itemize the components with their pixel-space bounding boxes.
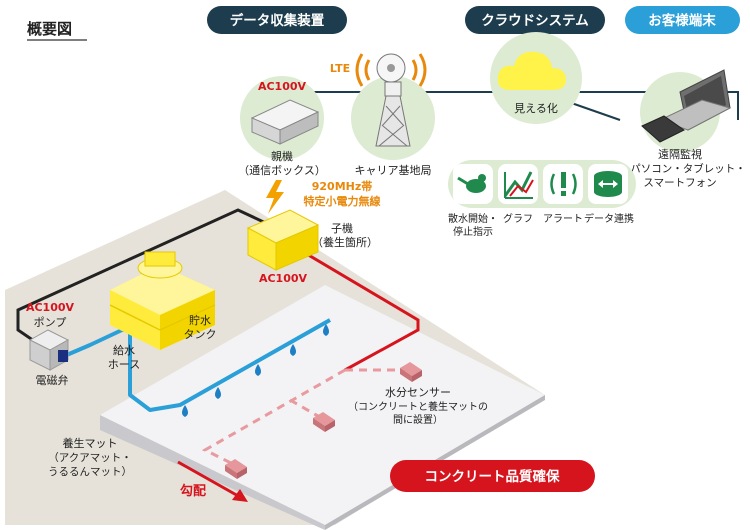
feature-alert — [543, 164, 583, 204]
tablet-icon — [641, 115, 685, 143]
wireless-lightning-icon — [266, 180, 284, 214]
child-device-sub: （養生箇所） — [312, 235, 378, 249]
laptop-icon — [658, 69, 732, 131]
hose-label-1: 給水 — [113, 343, 135, 357]
moisture-sensor-2 — [313, 412, 335, 432]
antenna-tower-icon — [375, 53, 411, 147]
pump — [28, 329, 70, 371]
water-hose — [61, 318, 331, 412]
concrete-slab-top — [100, 285, 545, 525]
watering-can-icon — [457, 174, 486, 193]
slope-arrow-head — [232, 489, 248, 502]
power-cable — [16, 208, 271, 347]
cloud-icon — [497, 51, 566, 90]
slope-label: 勾配 — [180, 483, 206, 499]
pump-power-label: AC100V — [26, 301, 75, 314]
client-node-devices-1: パソコン・タブレット・ — [630, 162, 746, 175]
communication-box-icon — [250, 99, 320, 145]
quality-badge — [390, 460, 595, 492]
feature-graph-label: グラフ — [503, 212, 533, 225]
parent-device-name: 親機 — [271, 149, 293, 163]
sensor-label-1: 水分センサー — [385, 386, 451, 399]
header-collector: データ収集装置 — [230, 12, 325, 29]
header-cloud: クラウドシステム — [481, 13, 589, 29]
cloud-node-label: 見える化 — [514, 101, 558, 115]
alert-icon — [550, 172, 577, 196]
mat-label-1: 養生マット — [63, 436, 118, 450]
header-pill-cloud — [465, 6, 605, 34]
feature-alert-label: アラート — [543, 213, 583, 225]
water-drop-icon — [182, 405, 188, 417]
child-device-box — [246, 209, 320, 271]
concrete-slab-side-left — [100, 415, 325, 530]
water-tank — [109, 251, 216, 350]
graph-icon — [503, 171, 534, 199]
radio-waves-icon — [355, 53, 427, 87]
header-pill-client — [625, 6, 740, 34]
hose-label-2: ホース — [108, 358, 140, 371]
feature-data-sync-label: データ連携 — [584, 212, 634, 225]
feature-watering-label-2: 停止指示 — [453, 225, 493, 238]
child-device-name: 子機 — [331, 221, 353, 235]
mat-label-3: うるるんマット） — [48, 466, 132, 478]
tank-label-1: 貯水 — [189, 314, 211, 327]
water-drop-icon — [255, 364, 261, 376]
moisture-sensor-1 — [400, 362, 422, 382]
base-station-label: キャリア基地局 — [355, 164, 432, 177]
sensor-label-3: 間に設置） — [393, 413, 443, 426]
child-power-label: AC100V — [259, 272, 308, 285]
tank-label-2: タンク — [184, 328, 217, 341]
moisture-sensor-3 — [225, 459, 247, 479]
wireless-desc-label: 特定小電力無線 — [304, 194, 381, 208]
solenoid-valve — [58, 350, 68, 362]
mat-label-2: （アクアマット・ — [48, 452, 131, 464]
feature-data-sync — [588, 164, 628, 204]
parent-power-label: AC100V — [258, 80, 307, 93]
sensor-label-2: （コンクリートと養生マットの — [348, 400, 488, 413]
client-node-devices-2: スマートフォン — [643, 177, 716, 189]
slope-arrow — [177, 460, 241, 499]
header-pill-collector — [207, 6, 347, 34]
client-node-name: 遠隔監視 — [658, 147, 702, 161]
page-title: 概要図 — [27, 20, 72, 38]
parent-device-sub: （通信ボックス） — [238, 164, 326, 177]
data-sync-icon — [594, 171, 622, 197]
quality-badge-text: コンクリート品質確保 — [425, 468, 560, 485]
feature-graph — [498, 164, 538, 204]
header-client: お客様端末 — [648, 12, 716, 29]
feature-watering — [453, 164, 493, 204]
pump-name: ポンプ — [34, 316, 67, 329]
lte-label: LTE — [330, 62, 350, 75]
water-drop-icon — [215, 387, 221, 399]
water-drop-icon — [323, 324, 329, 336]
signal-cable — [299, 248, 420, 372]
water-drop-icon — [290, 344, 296, 356]
water-drops — [182, 324, 329, 417]
valve-label: 電磁弁 — [36, 373, 69, 387]
wireless-freq-label: 920MHz帯 — [312, 179, 373, 193]
feature-watering-label-1: 散水開始・ — [448, 212, 498, 225]
